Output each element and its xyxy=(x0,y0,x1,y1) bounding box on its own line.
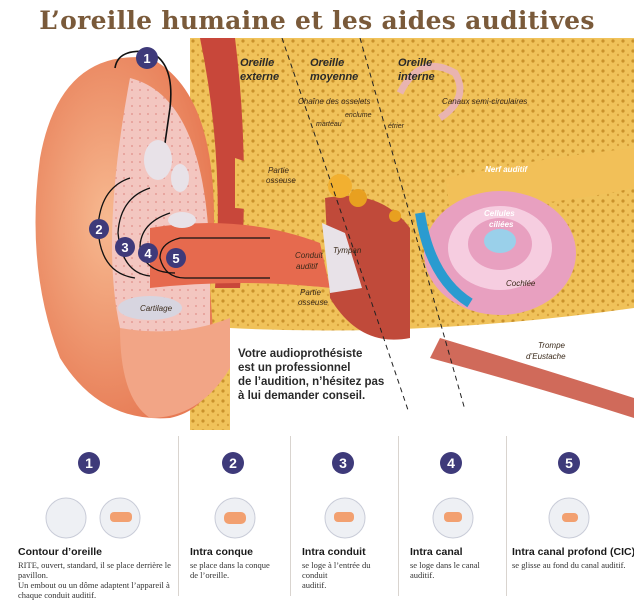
label-outer-ear-2: externe xyxy=(240,71,279,83)
marker-2: 2 xyxy=(89,219,109,239)
svg-text:4: 4 xyxy=(144,246,152,261)
device-card-4: 4 Intra canal se loge dans le canal audi… xyxy=(398,432,506,600)
label-eustachian-2: d’Eustache xyxy=(526,352,566,361)
advice-text: Votre audioprothésiste est un profession… xyxy=(238,347,418,403)
column-divider xyxy=(506,436,507,596)
device-title: Intra conque xyxy=(190,546,254,558)
device-desc-line: se glisse au fond du canal auditif. xyxy=(512,560,626,570)
device-number-badge: 4 xyxy=(440,452,462,474)
ear-canal xyxy=(150,223,330,288)
advice-line: de l’audition, n’hésitez pas xyxy=(238,376,385,388)
label-anvil: enclume xyxy=(345,112,372,119)
eustachian-tube xyxy=(430,338,634,418)
semicircular-canal xyxy=(396,62,464,121)
behind-ear-device-image xyxy=(45,497,141,539)
device-description: RITE, ouvert, standard, il se place derr… xyxy=(18,560,178,600)
label-hammer: marteau xyxy=(316,121,342,128)
device-desc-line: RITE, ouvert, standard, il se place derr… xyxy=(18,560,171,580)
label-stirrup: étrier xyxy=(388,123,405,130)
in-concha-device-image xyxy=(214,497,256,539)
device-desc-line: auditif. xyxy=(302,580,327,590)
label-bone-top-2: osseuse xyxy=(266,176,296,185)
label-cochlea: Cochlée xyxy=(506,279,536,288)
anvil-bone xyxy=(349,189,367,207)
label-eustachian-1: Trompe xyxy=(538,341,566,350)
cochlear-duct xyxy=(415,212,473,308)
device-desc-line: se loge à l’entrée du conduit xyxy=(302,560,371,580)
hammer-bone xyxy=(328,174,352,198)
device-description: se glisse au fond du canal auditif. xyxy=(512,560,634,570)
svg-text:2: 2 xyxy=(95,222,102,237)
marker-3: 3 xyxy=(115,237,135,257)
column-divider xyxy=(290,436,291,596)
label-ossicles: Chaîne des osselets xyxy=(298,97,371,106)
label-bone-bottom-2: osseuse xyxy=(298,298,328,307)
label-cells-2: ciliées xyxy=(489,220,514,229)
device-desc-line: chaque conduit auditif. xyxy=(18,590,97,600)
device-description: se loge dans le canal auditif. xyxy=(410,560,506,580)
eardrum-shape xyxy=(322,223,362,293)
in-canal-entry-device-image xyxy=(324,497,366,539)
marker-4: 4 xyxy=(138,243,158,263)
svg-text:5: 5 xyxy=(172,251,179,266)
label-canals: Canaux semi-circulaires xyxy=(442,97,527,106)
label-inner-ear-2: interne xyxy=(398,71,435,83)
marker-1: 1 xyxy=(136,47,158,69)
divider-outer-middle xyxy=(281,38,409,411)
device-number-badge: 2 xyxy=(222,452,244,474)
label-middle-ear-2: moyenne xyxy=(310,71,358,83)
label-bone-bottom-1: Partie xyxy=(300,288,321,297)
in-canal-device-image xyxy=(432,497,474,539)
device-5-outline xyxy=(159,237,270,279)
device-card-1: 1 Contour d’oreille RITE, ouvert, standa… xyxy=(0,432,178,600)
device-desc-line: de l’oreille. xyxy=(190,570,230,580)
svg-text:1: 1 xyxy=(143,51,150,66)
advice-line: est un professionnel xyxy=(238,362,351,374)
device-card-5: 5 Intra canal profond (CIC) se glisse au… xyxy=(506,432,634,600)
label-bone-top-1: Partie xyxy=(268,166,289,175)
column-divider xyxy=(178,436,179,596)
device-title: Contour d’oreille xyxy=(18,546,102,558)
label-nerve: Nerf auditif xyxy=(485,165,529,174)
canal-bone-top xyxy=(235,158,330,243)
tympanic-cavity xyxy=(325,196,410,340)
device-title: Intra canal profond (CIC) xyxy=(512,546,634,558)
label-cells-1: Cellules xyxy=(484,209,515,218)
divider-middle-inner xyxy=(359,38,466,411)
label-middle-ear-1: Oreille xyxy=(310,57,344,69)
label-cartilage: Cartilage xyxy=(140,304,173,313)
device-description: se place dans la conque de l’oreille. xyxy=(190,560,290,580)
label-inner-ear-1: Oreille xyxy=(398,57,432,69)
canal-bone-bottom xyxy=(235,286,335,325)
label-canal-1: Conduit xyxy=(295,251,323,260)
device-desc-line: se loge dans le canal auditif. xyxy=(410,560,480,580)
column-divider xyxy=(398,436,399,596)
devices-panel: 1 Contour d’oreille RITE, ouvert, standa… xyxy=(0,432,634,600)
label-canal-2: auditif xyxy=(296,262,318,271)
marker-5: 5 xyxy=(166,248,186,268)
lower-tissue xyxy=(230,308,634,430)
device-3-outline xyxy=(117,187,151,277)
device-card-3: 3 Intra conduit se loge à l’entrée du co… xyxy=(290,432,398,600)
device-desc-line: Un embout ou un dôme adaptent l’appareil… xyxy=(18,580,170,590)
label-outer-ear-1: Oreille xyxy=(240,57,274,69)
device-description: se loge à l’entrée du conduit auditif. xyxy=(302,560,398,590)
device-desc-line: se place dans la conque xyxy=(190,560,270,570)
advice-line: à lui demander conseil. xyxy=(238,390,366,402)
svg-text:3: 3 xyxy=(121,240,128,255)
page-title: L’oreille humaine et les aides auditives xyxy=(39,6,595,35)
deep-canal-device-image xyxy=(548,497,590,539)
device-number-badge: 1 xyxy=(78,452,100,474)
advice-line: Votre audioprothésiste xyxy=(238,348,363,360)
device-title: Intra canal xyxy=(410,546,463,558)
label-eardrum: Tympan xyxy=(333,246,362,255)
device-title: Intra conduit xyxy=(302,546,366,558)
device-number-badge: 5 xyxy=(558,452,580,474)
device-number-badge: 3 xyxy=(332,452,354,474)
concha-highlight xyxy=(144,140,172,180)
ear-anatomy-diagram: 1 2 3 4 5 Oreille externe Oreille moyenn… xyxy=(35,38,634,430)
lobe xyxy=(120,318,230,418)
stirrup-bone xyxy=(389,210,401,222)
device-card-2: 2 Intra conque se place dans la conque d… xyxy=(178,432,290,600)
